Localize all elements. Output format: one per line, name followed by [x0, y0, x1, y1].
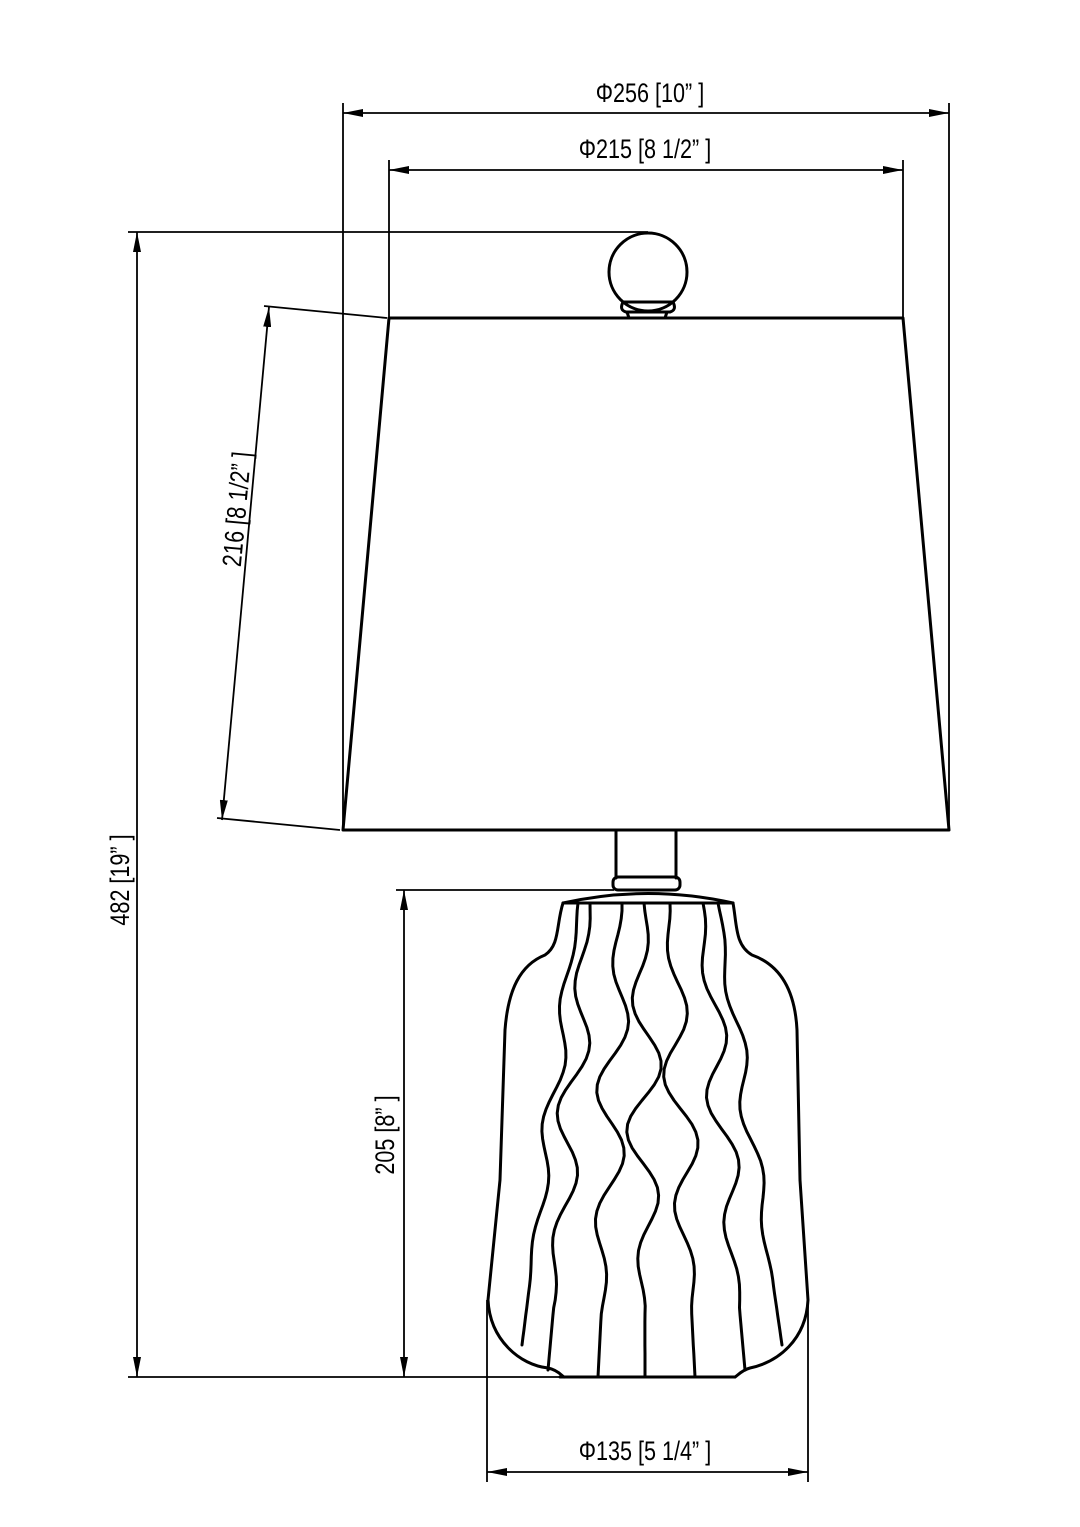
base-rib-line — [520, 901, 580, 1347]
dimension-base-height: 205 [8” ] — [371, 889, 614, 1377]
base-height-label: 205 [8” ] — [371, 1095, 401, 1174]
base-rib-line — [546, 901, 592, 1372]
dimension-shade-height: 216 [8 1/2” ] — [216, 305, 388, 831]
base-rib-line — [700, 901, 747, 1372]
shade-height-label: 216 [8 1/2” ] — [218, 451, 258, 568]
shade-top-diameter-label: Φ215 [8 1/2” ] — [579, 135, 711, 165]
shade-bottom-diameter-label: Φ256 [10” ] — [596, 79, 704, 109]
base-rib-line — [594, 901, 631, 1379]
base-wave-pattern — [520, 901, 784, 1379]
dimension-overall-height: 482 [19” ] — [106, 231, 648, 1378]
base-rib-line — [716, 901, 784, 1347]
base-rib-line — [662, 901, 700, 1379]
base-diameter-label: Φ135 [5 1/4” ] — [579, 1437, 711, 1467]
base-rib-line — [625, 901, 663, 1379]
lamp-shade — [341, 316, 951, 832]
dimension-base-diameter: Φ135 [5 1/4” ] — [486, 1300, 809, 1482]
lamp-neck — [611, 828, 682, 892]
lamp-base — [486, 892, 810, 1379]
dimension-shade-top-diameter: Φ215 [8 1/2” ] — [388, 135, 904, 318]
overall-height-label: 482 [19” ] — [106, 834, 136, 925]
finial — [607, 231, 689, 320]
dimension-shade-bottom-diameter: Φ256 [10” ] — [342, 79, 950, 830]
